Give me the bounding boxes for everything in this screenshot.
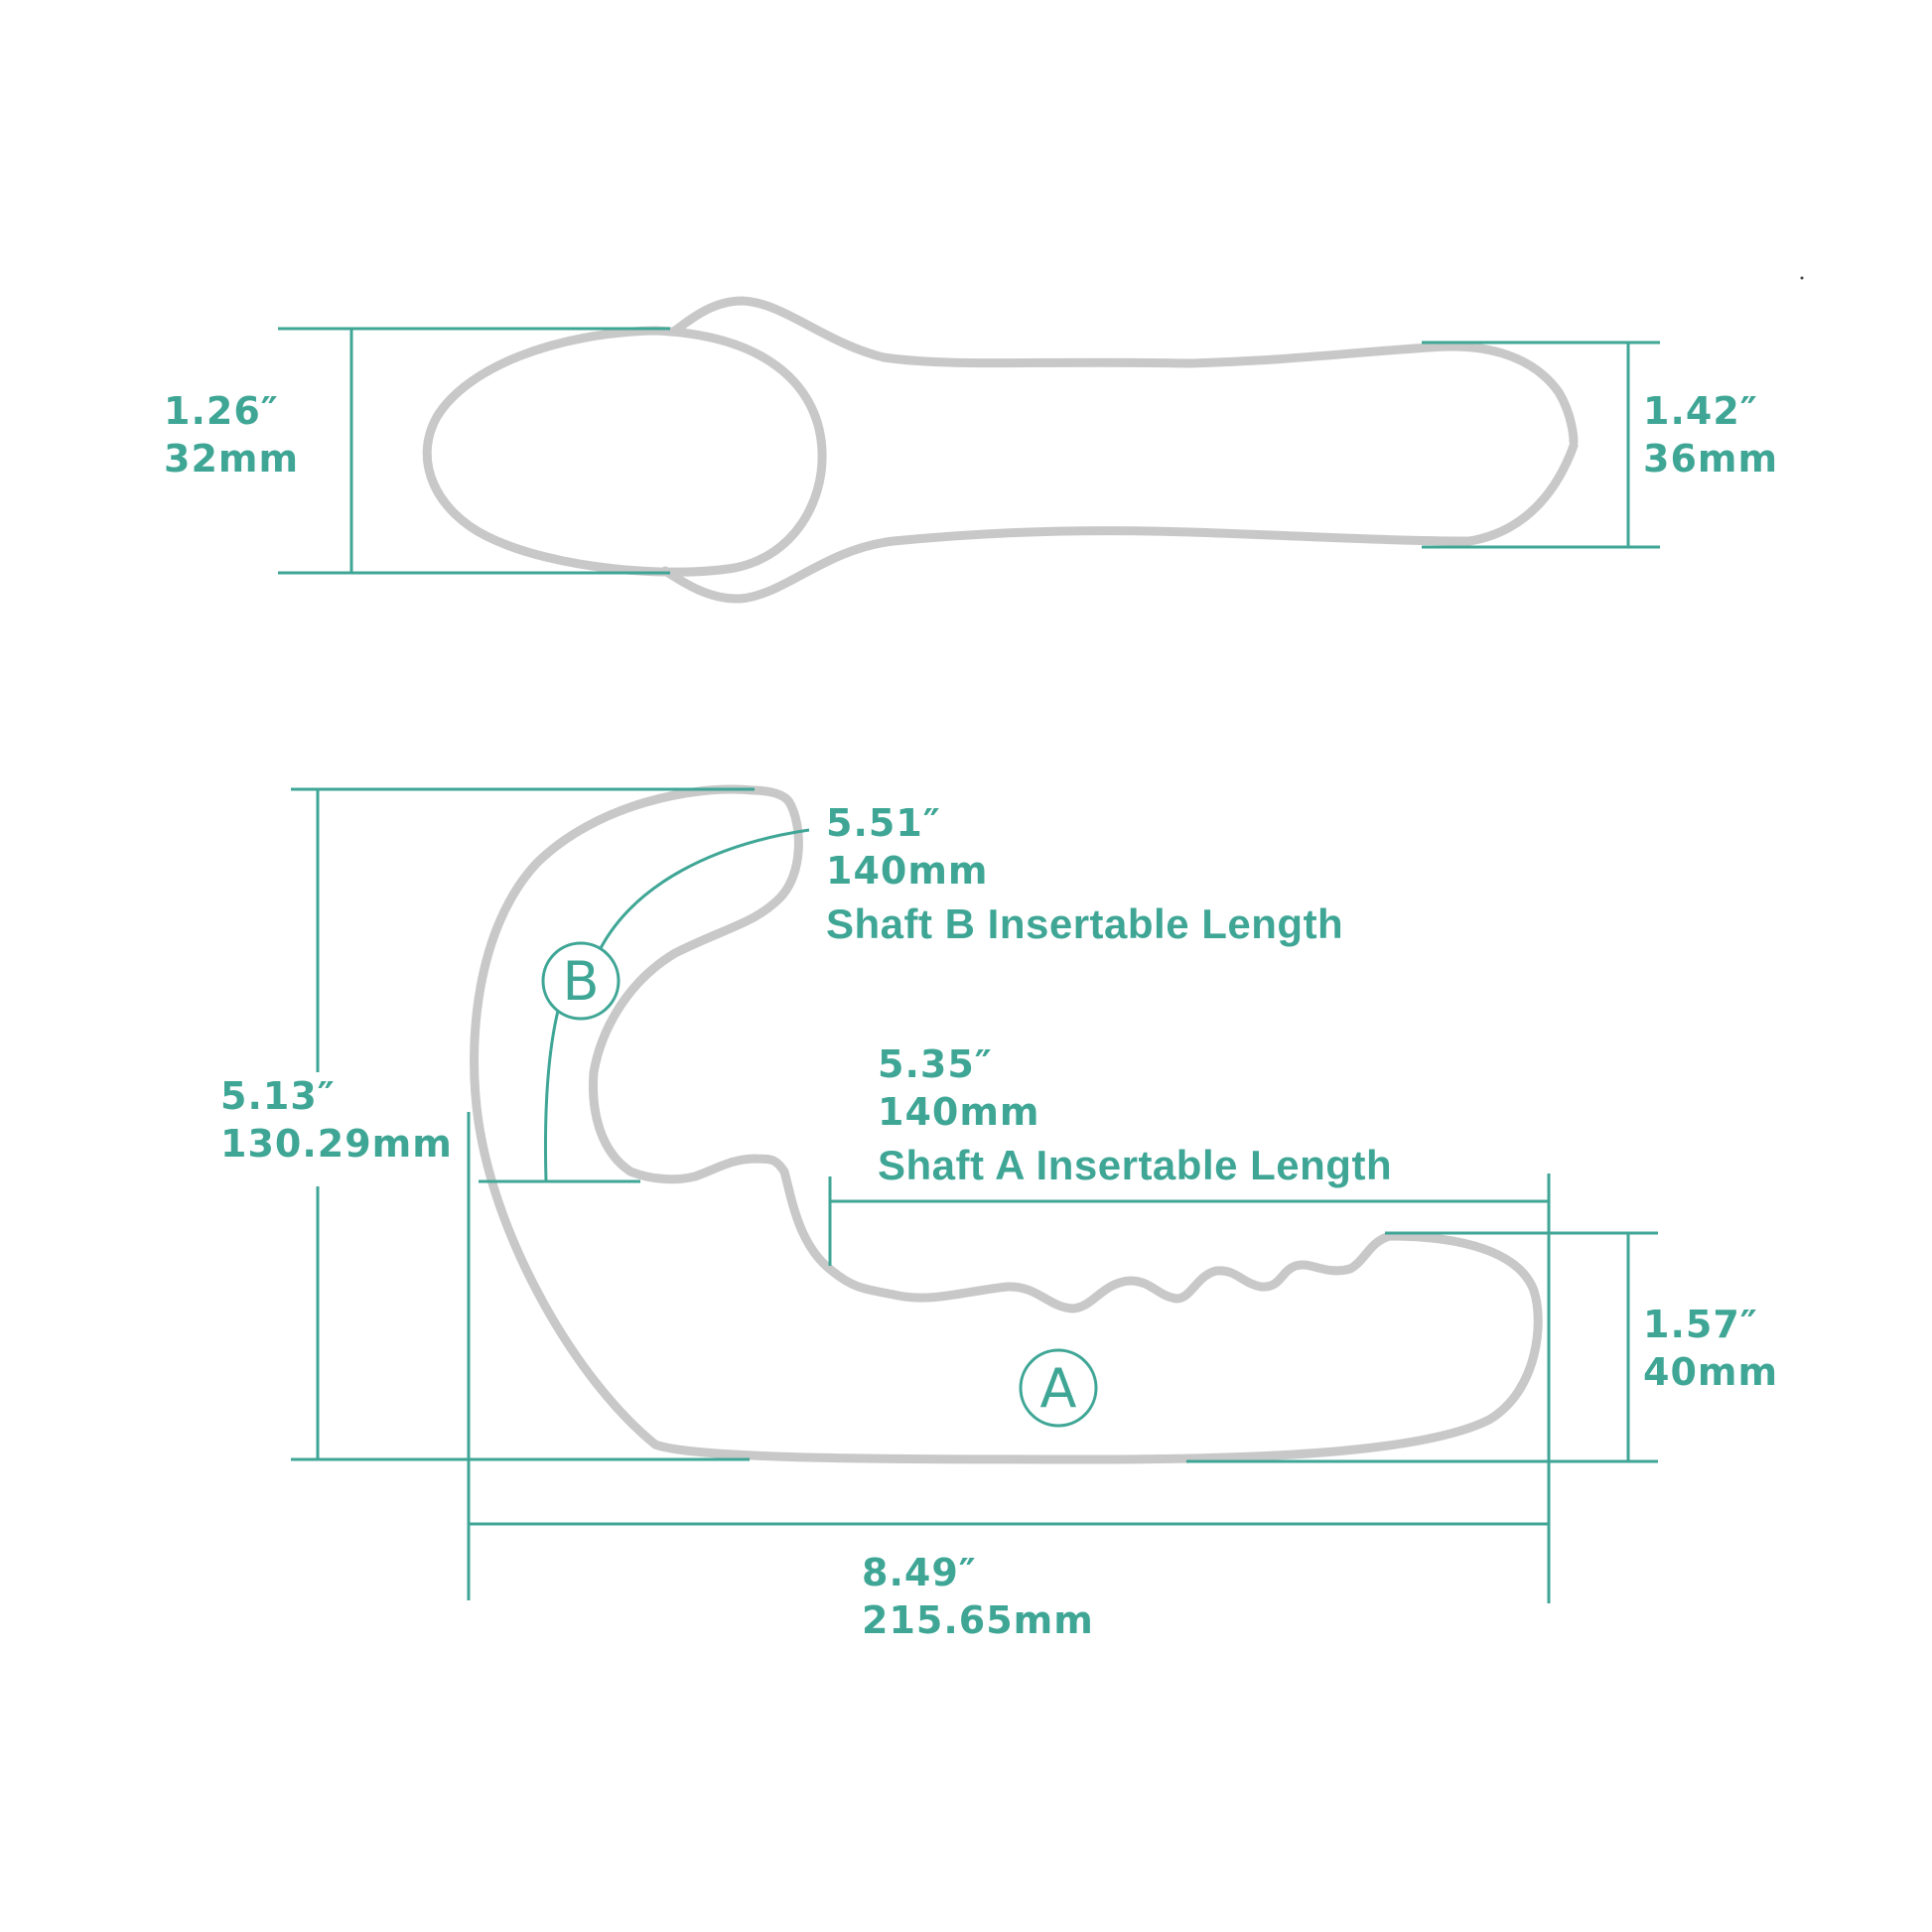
shaft-a-length-label: 5.35″ 140mm Shaft A Insertable Length [878, 1045, 1392, 1198]
total-length-label: 8.49″ 215.65mm [862, 1554, 1094, 1649]
top-right-width-inches: 1.42″ [1643, 389, 1758, 433]
stray-dot [1800, 276, 1804, 280]
top-right-width-label: 1.42″ 36mm [1643, 392, 1778, 487]
shaft-a-inches: 5.35″ [878, 1042, 993, 1086]
side-view-outline [470, 784, 1543, 1464]
top-left-width-label: 1.26″ 32mm [164, 392, 299, 487]
shaft-a-mm: 140mm [878, 1090, 1040, 1134]
shaft-a-diameter-mm: 40mm [1643, 1350, 1779, 1394]
shaft-a-caption: Shaft A Insertable Length [878, 1142, 1393, 1188]
shaft-b-marker-letter: B [562, 950, 599, 1013]
shaft-b-marker: B [541, 941, 621, 1021]
shaft-a-diameter-label: 1.57″ 40mm [1643, 1306, 1778, 1401]
top-left-width-inches: 1.26″ [164, 389, 279, 433]
side-view-dimension-lines [291, 787, 1658, 1603]
top-right-width-mm: 36mm [1643, 437, 1779, 481]
top-view-dimension-lines [278, 327, 1660, 575]
shaft-b-inches: 5.51″ [826, 801, 941, 845]
shaft-a-marker: A [1019, 1348, 1098, 1428]
total-height-mm: 130.29mm [220, 1122, 453, 1166]
shaft-b-mm: 140mm [826, 849, 989, 893]
shaft-b-caption: Shaft B Insertable Length [826, 900, 1344, 947]
total-height-label: 5.13″ 130.29mm [220, 1077, 453, 1173]
shaft-a-diameter-inches: 1.57″ [1643, 1303, 1758, 1346]
total-length-inches: 8.49″ [862, 1551, 977, 1594]
total-height-inches: 5.13″ [220, 1074, 336, 1118]
shaft-b-length-label: 5.51″ 140mm Shaft B Insertable Length [826, 804, 1343, 957]
shaft-a-marker-letter: A [1040, 1357, 1077, 1420]
top-view-outline [422, 296, 1579, 604]
total-length-mm: 215.65mm [862, 1598, 1094, 1642]
top-left-width-mm: 32mm [164, 437, 300, 481]
